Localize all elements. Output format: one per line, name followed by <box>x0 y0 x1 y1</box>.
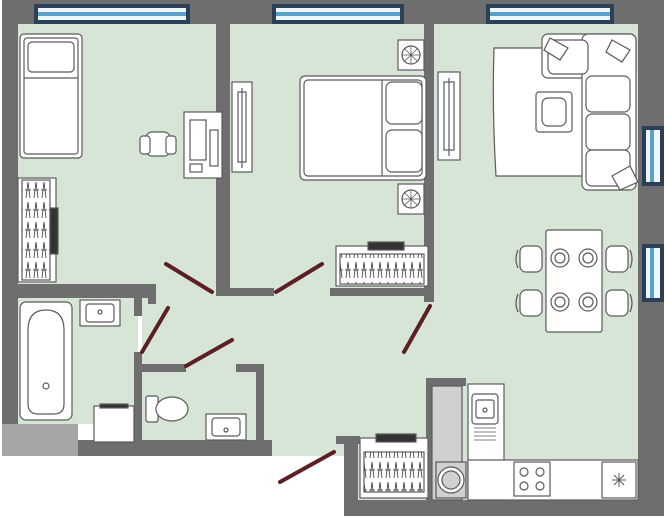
washing-machine <box>93 403 135 443</box>
window <box>272 4 404 24</box>
door <box>164 262 214 294</box>
wall <box>216 20 230 296</box>
chair <box>605 289 633 317</box>
stove <box>513 461 551 497</box>
chair <box>515 289 543 317</box>
door <box>278 450 336 484</box>
doors <box>140 262 432 484</box>
nightstand <box>397 39 425 71</box>
wall <box>256 364 264 444</box>
wall <box>148 288 156 304</box>
washbasin <box>205 413 247 441</box>
nightstand <box>397 183 425 215</box>
bedroom-1-furniture <box>17 33 223 283</box>
wall <box>134 298 142 316</box>
window <box>486 4 614 24</box>
corner-sofa <box>541 33 639 191</box>
sink <box>471 393 499 441</box>
bathtub <box>19 301 73 421</box>
radiator <box>231 81 253 173</box>
wall <box>336 436 360 444</box>
single-bed <box>19 33 83 159</box>
window <box>642 244 664 302</box>
door <box>274 262 324 294</box>
chair <box>605 245 633 273</box>
wardrobe <box>359 433 429 499</box>
hallway-furniture <box>359 385 467 501</box>
wall <box>426 378 434 504</box>
wardrobe <box>17 177 59 283</box>
door <box>184 338 234 368</box>
bathroom-fixtures <box>19 299 135 443</box>
coffee-table <box>535 91 573 133</box>
wall <box>2 424 78 456</box>
toilet-fixtures <box>145 395 247 441</box>
wall <box>236 364 264 372</box>
window <box>642 126 664 186</box>
radiator <box>437 71 461 161</box>
dining-table <box>545 229 603 333</box>
windows <box>34 4 664 302</box>
wall <box>424 20 434 302</box>
office-chair <box>139 131 177 157</box>
wardrobe <box>335 241 429 287</box>
wall <box>344 436 358 516</box>
wall <box>78 440 272 456</box>
chair <box>515 245 543 273</box>
door <box>402 304 432 354</box>
dishwasher <box>601 461 637 499</box>
wall <box>16 284 156 298</box>
toilet <box>145 395 189 423</box>
wall <box>216 288 274 296</box>
wall <box>426 378 466 386</box>
bedroom-2-furniture <box>231 39 429 287</box>
double-bed <box>299 75 427 181</box>
wall <box>344 500 664 516</box>
wall <box>330 288 430 296</box>
wall <box>2 0 18 430</box>
boiler-column <box>431 385 467 501</box>
washbasin <box>79 299 121 327</box>
wall <box>134 352 142 442</box>
wall <box>134 364 186 372</box>
desk <box>183 111 223 179</box>
living-kitchen-furniture <box>437 33 639 501</box>
door <box>140 306 170 354</box>
window <box>34 4 190 24</box>
